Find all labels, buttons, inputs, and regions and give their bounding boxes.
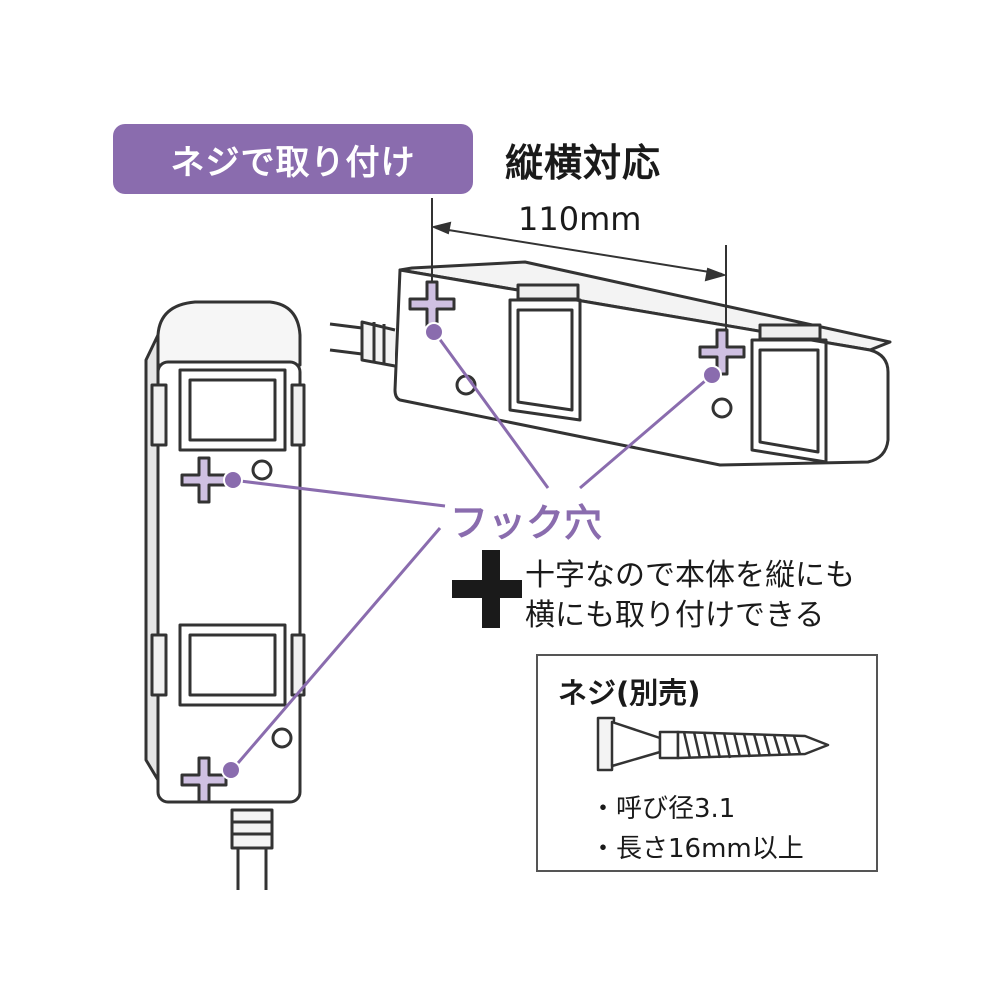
screw-info-box: ネジ(別売) ・呼び径3.1 ・長さ16mm以上 [536, 654, 878, 872]
cross-shape-note: 十字なので本体を縦にも 横にも取り付けできる [525, 556, 855, 636]
note-line-1: 十字なので本体を縦にも [525, 558, 855, 593]
dimension-label: 110mm [518, 200, 642, 238]
screw-spec-length: ・長さ16mm以上 [590, 834, 804, 864]
leader-endpoint-dots [221, 322, 722, 780]
horizontal-power-strip [329, 260, 892, 467]
callout-leader-lines [230, 329, 713, 771]
screw-spec-diameter: ・呼び径3.1 [590, 794, 736, 824]
vertical-power-strip [144, 300, 306, 890]
screw-icon [596, 716, 830, 772]
orientation-heading: 縦横対応 [505, 141, 662, 185]
screw-title: ネジ(別売) [558, 676, 701, 710]
mounting-method-badge: ネジで取り付け [113, 124, 473, 194]
plus-icon [452, 550, 522, 628]
note-line-2: 横にも取り付けできる [525, 598, 825, 633]
hook-hole-callout: フック穴 [450, 501, 603, 545]
